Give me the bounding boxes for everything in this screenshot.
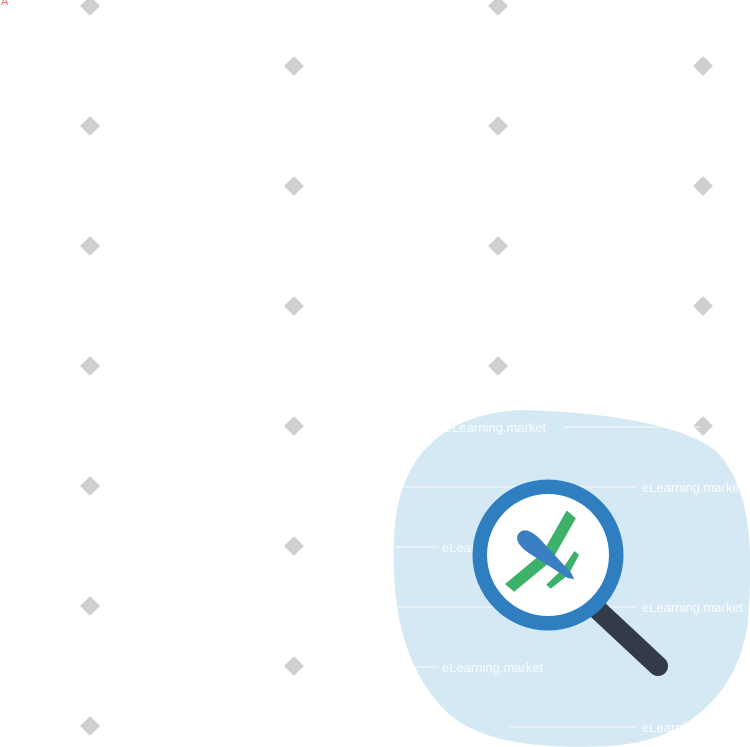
watermark-diamond	[80, 0, 100, 16]
watermark-diamond	[488, 356, 508, 376]
magnifier-handle	[588, 600, 668, 676]
watermark-diamond	[284, 656, 304, 676]
watermark-text: eLearning.market	[642, 720, 744, 735]
watermark-lines: eLearning.market eLearning.market eLearnin…	[395, 420, 744, 735]
watermark-diamond	[693, 176, 713, 196]
airplane-tail	[563, 551, 580, 572]
watermark-diamond	[693, 296, 713, 316]
watermark-text: eLearning.market	[445, 420, 547, 435]
watermark-diamond	[284, 296, 304, 316]
watermark-diamond	[80, 356, 100, 376]
airplane-tail	[546, 571, 567, 589]
watermark-diamond	[488, 0, 508, 16]
watermark-text: eLearning.market	[642, 600, 744, 615]
corner-label: A	[1, 0, 9, 8]
airplane-wing	[544, 510, 576, 558]
airplane-body	[517, 530, 575, 580]
watermark-diamond	[693, 416, 713, 436]
watermark-diamond	[284, 176, 304, 196]
watermark-diamond	[693, 56, 713, 76]
magnifier-lens-ring	[472, 479, 624, 631]
watermark-diamond	[488, 236, 508, 256]
watermark-diamond	[488, 116, 508, 136]
airplane-wing	[504, 555, 549, 592]
watermark-diamond	[80, 476, 100, 496]
watermark-diamond	[284, 416, 304, 436]
watermark-text: eLearning.market	[642, 480, 744, 495]
diamond-pattern	[80, 0, 713, 736]
airplane-icon	[504, 510, 580, 592]
watermark-diamond	[80, 236, 100, 256]
watermark-diamond	[284, 56, 304, 76]
magnifier-icon	[472, 479, 668, 676]
watermark-diamond	[80, 716, 100, 736]
watermark-diamond	[80, 596, 100, 616]
watermark-diamond	[284, 536, 304, 556]
watermark-diamond	[80, 116, 100, 136]
watermark-text: eLearning.market	[442, 660, 544, 675]
